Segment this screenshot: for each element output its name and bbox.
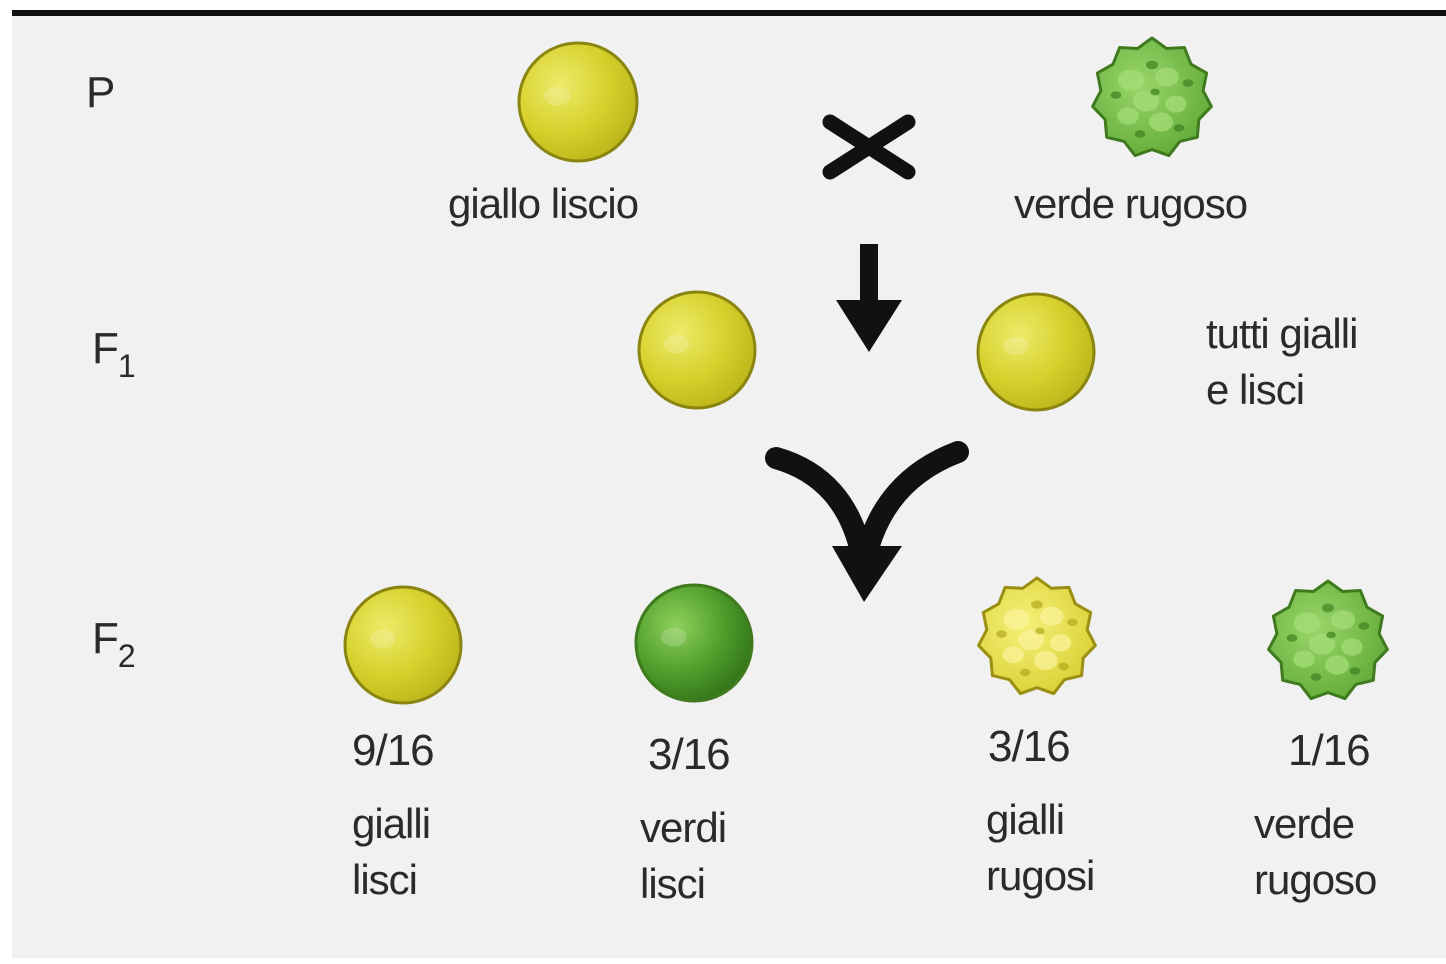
down-arrow-icon <box>836 244 902 352</box>
f2-label-0-line1: gialli <box>352 800 431 847</box>
parent-left-label: giallo liscio <box>448 180 639 227</box>
f2-label-0: gialli lisci <box>352 796 492 908</box>
seed-yellow-smooth <box>637 290 757 410</box>
generation-label-p: P <box>86 68 115 117</box>
f2-label-3-line2: rugoso <box>1254 856 1377 903</box>
f2-label-1: verdi lisci <box>640 800 780 912</box>
f2-fraction-3: 1/16 <box>1288 726 1371 775</box>
f2-label-2-line1: gialli <box>986 796 1065 843</box>
generation-label-f1: F1 <box>92 324 136 384</box>
seed-green-wrinkled <box>1091 36 1213 158</box>
f2-label-1-line1: verdi <box>640 804 727 851</box>
f2-label-2: gialli rugosi <box>986 792 1146 904</box>
merge-arrow-icon <box>765 441 969 602</box>
f2-label-2-line2: rugosi <box>986 852 1095 899</box>
seed-yellow-smooth <box>517 41 639 163</box>
f1-note-line1: tutti gialli <box>1206 310 1358 357</box>
parent-right-label: verde rugoso <box>1014 180 1248 227</box>
f2-label-1-line2: lisci <box>640 860 706 907</box>
f2-label-3-line1: verde <box>1254 800 1355 847</box>
f1-note-line2: e lisci <box>1206 366 1305 413</box>
f2-fraction-0: 9/16 <box>352 726 435 775</box>
diagram-panel <box>12 10 1446 958</box>
seed-yellow-smooth <box>976 292 1096 412</box>
seed-yellow-wrinkled <box>977 576 1097 696</box>
generation-label-f2: F2 <box>92 614 136 674</box>
f2-fraction-1: 3/16 <box>648 730 731 779</box>
f2-label-3: verde rugoso <box>1254 796 1424 908</box>
f2-label-0-line2: lisci <box>352 856 418 903</box>
seed-yellow-smooth <box>343 585 463 705</box>
f2-fraction-2: 3/16 <box>988 722 1071 771</box>
seed-green-wrinkled <box>1267 579 1389 701</box>
seed-green-smooth <box>634 583 754 703</box>
cross-symbol <box>822 114 916 180</box>
